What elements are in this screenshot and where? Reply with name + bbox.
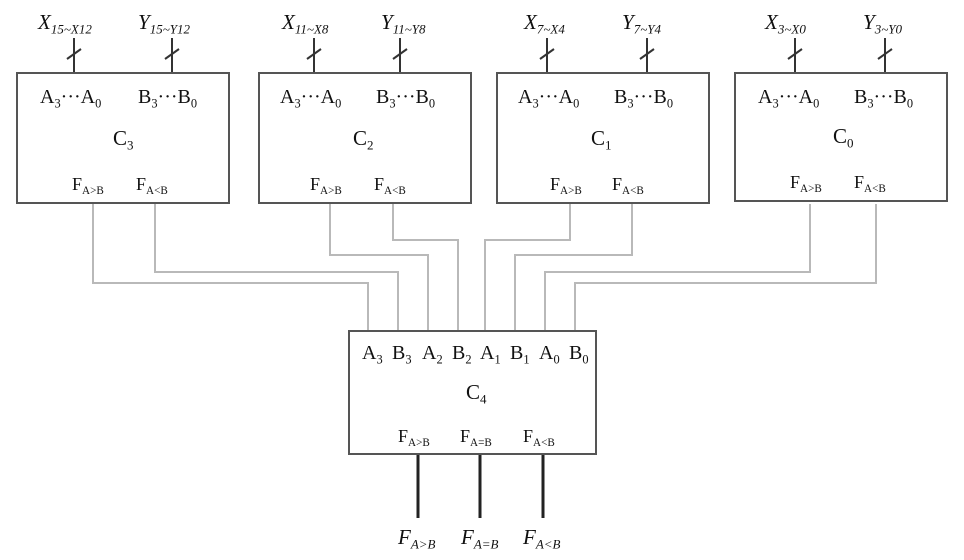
c1-out-lt: FA<B (612, 174, 644, 197)
c0-name: C0 (833, 124, 854, 151)
c4-port-b1: B1 (510, 342, 530, 367)
c4-port-b3: B3 (392, 342, 412, 367)
c3-out-gt: FA>B (72, 174, 104, 197)
c0-out-lt: FA<B (854, 172, 886, 195)
connection-wires (92, 204, 877, 330)
c1-name: C1 (591, 126, 612, 153)
c4-port-a0: A0 (539, 342, 560, 367)
final-output-eq: FA=B (461, 525, 499, 552)
c4-port-a2: A2 (422, 342, 443, 367)
c2-out-lt: FA<B (374, 174, 406, 197)
comparator-c0: A3···A0 B3···B0 C0 FA>B FA<B (734, 72, 948, 202)
c4-name: C4 (466, 380, 487, 407)
c2-x-input-label: X11~X8 (282, 10, 329, 37)
c2-out-gt: FA>B (310, 174, 342, 197)
comparator-c3: A3···A0 B3···B0 C3 FA>B FA<B (16, 72, 230, 204)
c4-out-gt: FA>B (398, 426, 430, 449)
c1-y-input-label: Y7~Y4 (622, 10, 661, 37)
output-lines (416, 455, 545, 518)
c0-b-inputs-label: B3···B0 (854, 86, 914, 111)
c1-a-inputs-label: A3···A0 (518, 86, 580, 111)
c3-y-input-label: Y15~Y12 (138, 10, 190, 37)
c1-b-inputs-label: B3···B0 (614, 86, 674, 111)
c4-port-b2: B2 (452, 342, 472, 367)
final-output-lt: FA<B (523, 525, 561, 552)
comparator-c1: A3···A0 B3···B0 C1 FA>B FA<B (496, 72, 710, 204)
comparator-c2: A3···A0 B3···B0 C2 FA>B FA<B (258, 72, 472, 204)
c2-name: C2 (353, 126, 374, 153)
c3-out-lt: FA<B (136, 174, 168, 197)
c3-b-inputs-label: B3···B0 (138, 86, 198, 111)
c2-y-input-label: Y11~Y8 (381, 10, 426, 37)
c3-x-input-label: X15~X12 (38, 10, 92, 37)
c0-x-input-label: X3~X0 (765, 10, 806, 37)
final-output-gt: FA>B (398, 525, 436, 552)
c4-port-a1: A1 (480, 342, 501, 367)
c1-out-gt: FA>B (550, 174, 582, 197)
c3-name: C3 (113, 126, 134, 153)
c4-out-lt: FA<B (523, 426, 555, 449)
c4-port-a3: A3 (362, 342, 383, 367)
c2-a-inputs-label: A3···A0 (280, 86, 342, 111)
c0-out-gt: FA>B (790, 172, 822, 195)
c4-out-eq: FA=B (460, 426, 492, 449)
c4-port-b0: B0 (569, 342, 589, 367)
c1-x-input-label: X7~X4 (524, 10, 565, 37)
c2-b-inputs-label: B3···B0 (376, 86, 436, 111)
comparator-c4: A3 B3 A2 B2 A1 B1 A0 B0 C4 FA>B FA=B FA<… (348, 330, 597, 455)
c3-a-inputs-label: A3···A0 (40, 86, 102, 111)
c0-a-inputs-label: A3···A0 (758, 86, 820, 111)
input-buses (66, 38, 893, 72)
c0-y-input-label: Y3~Y0 (863, 10, 902, 37)
